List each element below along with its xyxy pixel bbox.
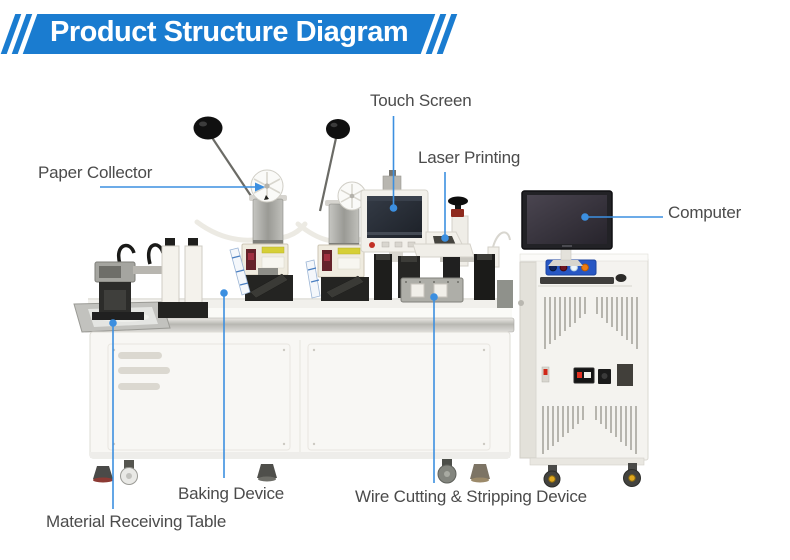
paper-collector-reel-2: [337, 181, 367, 211]
leader-laser-printing: [441, 172, 449, 242]
crimping-press-2: [295, 119, 389, 301]
leader-lines: [100, 116, 663, 509]
label-paper-collector: Paper Collector: [38, 163, 153, 182]
leader-wire-cutting: [430, 293, 438, 483]
label-touch-screen: Touch Screen: [370, 91, 472, 110]
leader-baking-device: [220, 289, 228, 478]
label-baking-device: Baking Device: [178, 484, 285, 503]
paper-collector-reel: [250, 169, 284, 203]
wire-cutting-device: [374, 231, 513, 308]
label-laser-printing: Laser Printing: [418, 148, 521, 167]
baking-device-module: [92, 238, 208, 320]
machine-cabinet: [89, 331, 511, 459]
label-computer: Computer: [668, 203, 742, 222]
label-material-receiving: Material Receiving Table: [46, 512, 227, 531]
touch-screen-panel: [360, 170, 429, 262]
cart-vents-upper: [544, 297, 638, 349]
leader-paper-collector: [100, 182, 265, 192]
cart-casters: [543, 463, 641, 488]
computer-monitor: [521, 190, 613, 266]
computer-cart: [518, 253, 649, 488]
leader-material-receiving: [109, 319, 117, 509]
crimping-press-1: [193, 116, 308, 301]
cabinet-feet: [93, 459, 490, 485]
label-wire-cutting-stripping: Wire Cutting & Stripping Device: [355, 487, 587, 506]
leader-touch-screen: [389, 116, 398, 212]
cart-vents-lower: [542, 406, 637, 454]
leader-computer: [581, 213, 663, 221]
cart-display-row: [541, 364, 633, 386]
